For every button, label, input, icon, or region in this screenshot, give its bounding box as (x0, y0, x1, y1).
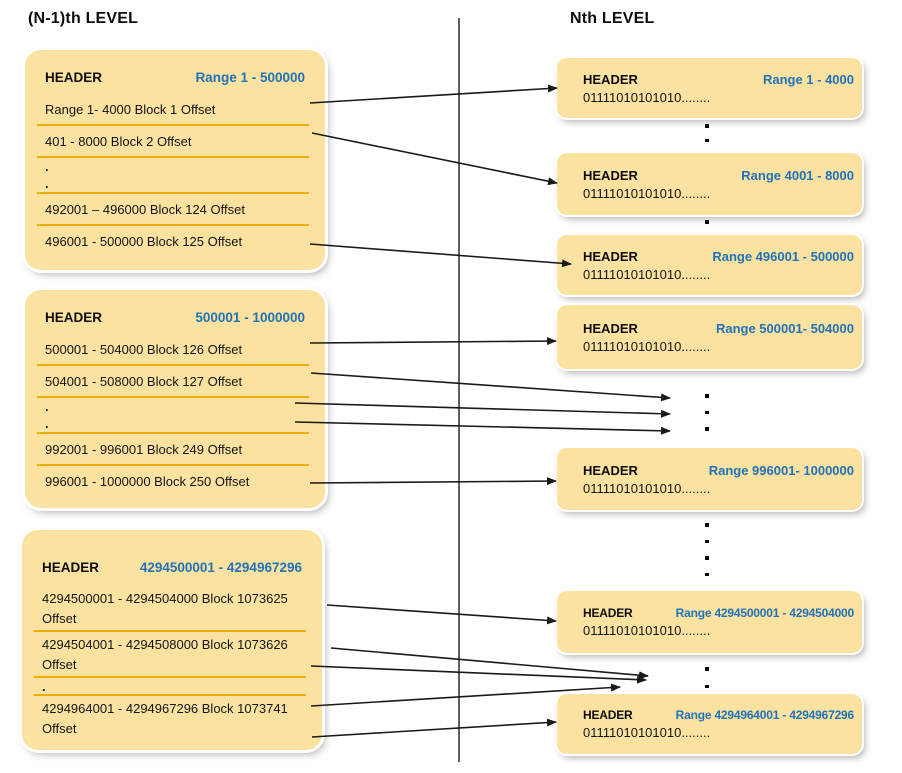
bitmap-bits: 01111010101010........ (583, 266, 711, 282)
ellipsis-row: . (45, 159, 49, 174)
block-header-row: HEADER Range 4294500001 - 4294504000 (583, 606, 854, 620)
index-row: 496001 - 500000 Block 125 Offset (45, 233, 243, 249)
index-row: 500001 - 504000 Block 126 Offset (45, 341, 243, 357)
ellipsis-row: . (45, 399, 49, 414)
block-header-row: HEADER Range 500001- 504000 (583, 321, 854, 336)
row-separator (37, 124, 309, 126)
bitmap-bits: 01111010101010........ (583, 725, 711, 740)
bitmap-bits: 01111010101010........ (583, 338, 711, 354)
block-header-row: HEADER 500001 - 1000000 (25, 300, 325, 334)
index-row: Range 1- 4000 Block 1 Offset (45, 101, 216, 117)
header-range: Range 4294964001 - 4294967296 (675, 708, 855, 722)
index-row: 992001 - 996001 Block 249 Offset (45, 441, 243, 457)
bitmap-block-496001-500000: HEADER Range 496001 - 500000 01111010101… (557, 235, 862, 295)
block-header-row: HEADER Range 496001 - 500000 (583, 249, 854, 264)
index-block-500001-1000000: HEADER 500001 - 1000000 500001 - 504000 … (25, 290, 325, 508)
bitmap-bits: 01111010101010........ (583, 623, 711, 638)
vertical-ellipsis (705, 667, 709, 688)
header-label: HEADER (583, 320, 638, 336)
header-label: HEADER (583, 167, 638, 183)
index-row: 492001 – 496000 Block 124 Offset (45, 201, 245, 217)
arrow-block2-ellipsis1 (294, 402, 671, 418)
arrow-block1-row125 (309, 243, 572, 268)
header-label: HEADER (583, 606, 633, 620)
bitmap-block-4294964001-4294967296: HEADER Range 4294964001 - 4294967296 011… (557, 694, 862, 754)
arrow-block1-row2 (311, 132, 558, 186)
index-block-1-500000: HEADER Range 1 - 500000 Range 1- 4000 Bl… (25, 50, 325, 270)
arrow-block3-row1073741-b (311, 718, 557, 738)
header-range: Range 996001- 1000000 (708, 462, 854, 478)
header-range: 500001 - 1000000 (195, 309, 305, 325)
header-range: Range 500001- 504000 (715, 320, 854, 336)
header-range: 4294500001 - 4294967296 (139, 559, 302, 575)
arrow-block2-row126 (309, 337, 557, 346)
bitmap-block-500001-504000: HEADER Range 500001- 504000 011110101010… (557, 305, 862, 369)
index-row: 996001 - 1000000 Block 250 Offset (45, 473, 250, 489)
header-label: HEADER (42, 559, 100, 575)
arrow-block3-ellipsis (310, 665, 647, 684)
arrow-block1-row1 (309, 84, 558, 104)
index-block-4294500001-4294967296: HEADER 4294500001 - 4294967296 429450000… (22, 530, 322, 750)
bitmap-block-4001-8000: HEADER Range 4001 - 8000 01111010101010.… (557, 153, 862, 215)
header-label: HEADER (583, 708, 633, 722)
row-separator (34, 676, 306, 678)
index-row: 401 - 8000 Block 2 Offset (45, 133, 192, 149)
ellipsis-row: . (45, 176, 49, 191)
index-row: 4294500001 - 4294504000 Block 1073625 Of… (42, 591, 288, 626)
bitmap-block-996001-1000000: HEADER Range 996001- 1000000 01111010101… (557, 448, 862, 510)
block-header-row: HEADER 4294500001 - 4294967296 (22, 548, 322, 586)
left-level-title: (N-1)th LEVEL (28, 10, 139, 27)
arrow-block2-row250 (309, 477, 557, 486)
block-header-row: HEADER Range 4294964001 - 4294967296 (583, 708, 854, 722)
index-row: 4294964001 - 4294967296 Block 1073741 Of… (42, 701, 288, 736)
row-separator (37, 364, 309, 366)
header-range: Range 1 - 4000 (762, 71, 854, 87)
ellipsis-row: . (42, 678, 46, 694)
bitmap-block-4294500001-4294504000: HEADER Range 4294500001 - 4294504000 011… (557, 591, 862, 653)
row-separator (37, 396, 309, 398)
bitmap-bits: 01111010101010........ (583, 185, 711, 201)
bitmap-bits: 01111010101010........ (583, 480, 711, 496)
header-label: HEADER (45, 309, 103, 325)
ellipsis-row: . (45, 416, 49, 431)
arrow-block2-row127 (310, 372, 671, 402)
row-separator (37, 192, 309, 194)
row-separator (34, 694, 306, 696)
block-header-row: HEADER Range 4001 - 8000 (583, 168, 854, 183)
vertical-ellipsis (705, 124, 709, 142)
arrow-block3-row1073625 (326, 604, 557, 625)
row-separator (37, 156, 309, 158)
header-range: Range 4294500001 - 4294504000 (675, 606, 855, 620)
block-header-row: HEADER Range 1 - 500000 (25, 60, 325, 94)
vertical-ellipsis (705, 394, 709, 431)
vertical-ellipsis (705, 220, 709, 224)
header-label: HEADER (45, 69, 103, 85)
vertical-ellipsis (705, 523, 709, 576)
header-range: Range 496001 - 500000 (712, 248, 854, 264)
block-header-row: HEADER Range 1 - 4000 (583, 72, 854, 87)
bitmap-block-1-4000: HEADER Range 1 - 4000 01111010101010....… (557, 58, 862, 118)
row-separator (37, 464, 309, 466)
block-header-row: HEADER Range 996001- 1000000 (583, 463, 854, 478)
index-row: 4294504001 - 4294508000 Block 1073626 Of… (42, 637, 288, 672)
header-range: Range 1 - 500000 (195, 69, 305, 85)
header-label: HEADER (583, 71, 638, 87)
row-separator (37, 224, 309, 226)
right-level-title: Nth LEVEL (570, 10, 655, 27)
header-label: HEADER (583, 248, 638, 264)
row-separator (34, 630, 306, 632)
bitmap-bits: 01111010101010........ (583, 89, 711, 105)
index-row: 504001 - 508000 Block 127 Offset (45, 373, 243, 389)
arrow-block2-ellipsis2 (294, 421, 671, 435)
header-range: Range 4001 - 8000 (741, 167, 854, 183)
header-label: HEADER (583, 462, 638, 478)
row-separator (37, 432, 309, 434)
